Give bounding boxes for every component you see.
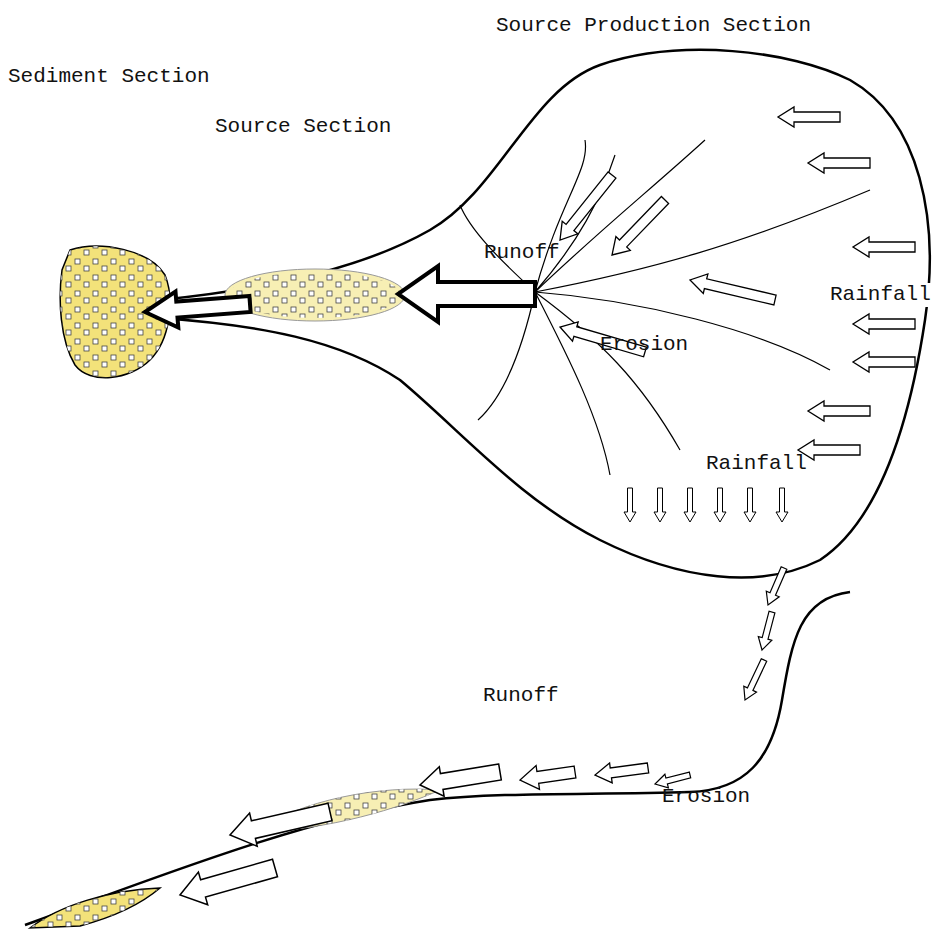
toe-deposit xyxy=(30,888,160,928)
flow-arrow xyxy=(520,766,576,790)
process-label: Runoff xyxy=(483,684,559,708)
flow-arrow xyxy=(145,292,251,328)
flow-arrow xyxy=(808,153,870,173)
section-label: Source Production Section xyxy=(496,14,811,38)
flow-arrow xyxy=(766,567,787,605)
flow-arrow xyxy=(778,107,840,127)
flow-arrow xyxy=(853,352,915,372)
flow-arrow xyxy=(180,859,278,905)
flow-arrow xyxy=(690,274,776,305)
watershed-outline xyxy=(160,50,930,577)
flow-arrow xyxy=(808,401,870,421)
flow-arrow xyxy=(853,237,915,257)
section-label: Sediment Section xyxy=(8,65,210,89)
flow-arrow xyxy=(398,266,535,322)
slope-profile xyxy=(25,592,850,925)
flow-arrow xyxy=(853,314,915,334)
process-label: Erosion xyxy=(662,785,750,809)
process-label: Runoff xyxy=(484,241,560,265)
process-label: Rainfall xyxy=(828,283,933,307)
flow-arrow xyxy=(654,488,666,522)
flow-arrow xyxy=(798,440,860,460)
flow-arrow xyxy=(744,488,756,522)
process-label: Erosion xyxy=(600,333,688,357)
flow-arrow xyxy=(560,172,616,240)
flow-arrow xyxy=(230,803,332,846)
flow-arrow xyxy=(714,488,726,522)
section-label: Source Section xyxy=(215,115,391,139)
flow-arrow xyxy=(624,488,636,522)
flow-arrow xyxy=(612,197,669,256)
flow-arrow xyxy=(744,659,767,700)
flow-arrow xyxy=(758,611,775,650)
flow-arrow xyxy=(776,488,788,522)
flow-arrow xyxy=(595,763,649,783)
flow-arrow xyxy=(684,488,696,522)
process-label: Rainfall xyxy=(706,452,807,476)
flow-arrow xyxy=(420,764,501,796)
